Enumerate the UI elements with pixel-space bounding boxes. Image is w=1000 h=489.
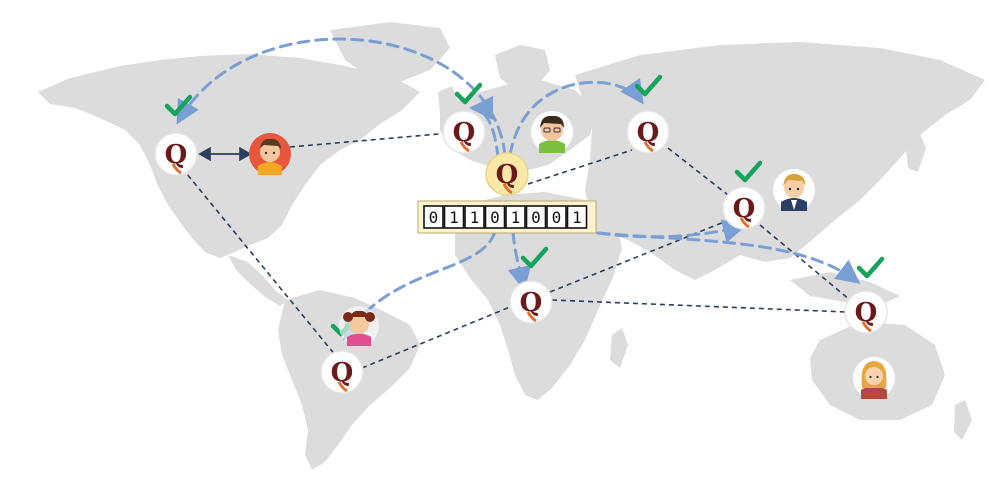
north-america-landmass — [38, 54, 420, 258]
broadcast-to-russia — [508, 77, 644, 157]
bit-cell — [423, 205, 444, 229]
uk-landmass — [438, 86, 458, 118]
bit-value: 1 — [572, 208, 582, 227]
node-southeast-asia — [843, 289, 889, 335]
node-central-asia — [721, 185, 767, 231]
node-north-america — [153, 131, 199, 177]
avatar-asia-user — [773, 169, 815, 211]
madagascar-landmass — [610, 328, 628, 368]
bit-value: 0 — [531, 208, 541, 227]
bit-cell — [566, 205, 588, 229]
broadcast-to-europe-west — [469, 96, 500, 160]
link-central-russia — [527, 149, 633, 185]
japan-landmass — [905, 130, 926, 172]
bit-value: 1 — [511, 208, 521, 227]
node-south-america — [319, 349, 365, 395]
node-africa — [508, 279, 554, 325]
network-links — [181, 132, 851, 369]
bit-cell — [525, 205, 547, 229]
bit-cell — [443, 205, 465, 229]
avatar-australia-user — [853, 357, 895, 399]
avatar-south-america-user — [339, 306, 379, 346]
link-africa-se-asia — [551, 299, 847, 313]
bit-value: 0 — [552, 208, 562, 227]
node-europe-west — [441, 109, 487, 155]
bit-value: 1 — [449, 208, 459, 227]
bit-cell — [464, 205, 485, 229]
bit-value: 0 — [429, 208, 439, 227]
world-map — [38, 22, 985, 470]
node-russia — [625, 109, 671, 155]
asia-landmass — [575, 42, 985, 280]
bit-value: 0 — [490, 208, 500, 227]
bit-value: 1 — [470, 208, 480, 227]
avatar-north-america-user — [249, 133, 291, 175]
avatar-europe-user — [531, 111, 573, 153]
check-icon — [859, 259, 882, 276]
greenland-landmass — [330, 22, 450, 82]
svg-text:Q: Q — [496, 160, 519, 190]
node-central-source: Q — [485, 152, 529, 196]
bit-cell — [546, 205, 567, 229]
bit-cell — [484, 205, 506, 229]
broadcast-to-south-america — [343, 230, 497, 341]
link-central-asia-se-asia — [759, 224, 851, 301]
link-na-south-america — [181, 167, 337, 357]
link-russia-central-asia — [667, 147, 729, 196]
broadcast-arrows — [176, 37, 861, 341]
new-zealand-landmass — [954, 400, 972, 440]
central-america-landmass — [228, 255, 288, 306]
bit-cell — [505, 205, 526, 229]
scandinavia-landmass — [495, 45, 550, 90]
broadcast-to-se-asia — [596, 231, 861, 284]
